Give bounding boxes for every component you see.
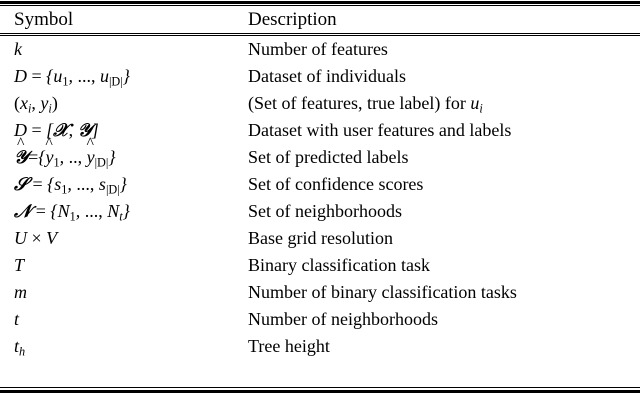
table-row: t Number of neighborhoods <box>0 306 640 333</box>
header-bottom-rule <box>0 33 640 34</box>
description-cell: Dataset with user features and labels <box>248 120 512 140</box>
header-bottom-rule-second <box>0 35 640 36</box>
symbol-cell: 𝒮 = {s1, ..., s|D|} <box>14 174 127 197</box>
description-cell: Number of features <box>248 39 388 59</box>
description-cell: Dataset of individuals <box>248 66 406 86</box>
table-header-row: Symbol Description <box>0 7 640 32</box>
description-cell: Set of neighborhoods <box>248 201 402 221</box>
description-cell: Tree height <box>248 336 330 356</box>
description-cell: Number of neighborhoods <box>248 309 438 329</box>
table-bottom-rule <box>0 390 640 393</box>
description-cell: Number of binary classification tasks <box>248 282 517 302</box>
symbol-cell: t <box>14 309 20 329</box>
symbol-cell: 𝒩 = {N1, ..., Nt} <box>14 201 130 224</box>
symbol-cell: ^𝒴={^y1, .., ^y|D|} <box>14 135 116 170</box>
table-body: k Number of features D = {u1, ..., u|D|}… <box>0 36 640 360</box>
table-top-hairline-rule <box>0 5 640 6</box>
table-top-rule <box>0 1 640 4</box>
table-row: (xi, yi) (Set of features, true label) f… <box>0 90 640 117</box>
table-row: T Binary classification task <box>0 252 640 279</box>
symbol-cell: m <box>14 282 27 302</box>
table-row: 𝒮 = {s1, ..., s|D|} Set of confidence sc… <box>0 171 640 198</box>
symbol-cell: th <box>14 336 26 359</box>
symbol-cell: (xi, yi) <box>14 93 58 116</box>
symbol-cell: D = {u1, ..., u|D|} <box>14 66 130 89</box>
symbol-cell: U × V <box>14 228 58 248</box>
column-header-symbol: Symbol <box>14 9 74 30</box>
column-header-description: Description <box>248 9 337 30</box>
table-row: D = [𝒳, 𝒴] Dataset with user features an… <box>0 117 640 144</box>
symbol-cell: T <box>14 255 25 275</box>
description-cell: Binary classification task <box>248 255 430 275</box>
table-row: th Tree height <box>0 333 640 360</box>
table-row: D = {u1, ..., u|D|} Dataset of individua… <box>0 63 640 90</box>
table-row: ^𝒴={^y1, .., ^y|D|} Set of predicted lab… <box>0 135 640 171</box>
table-row: m Number of binary classification tasks <box>0 279 640 306</box>
symbol-cell: D = [𝒳, 𝒴] <box>14 120 99 141</box>
description-cell: Set of confidence scores <box>248 174 424 194</box>
table-bottom-hairline-rule <box>0 387 640 388</box>
description-cell: Set of predicted labels <box>248 147 409 167</box>
description-cell: Base grid resolution <box>248 228 393 248</box>
table-row: 𝒩 = {N1, ..., Nt} Set of neighborhoods <box>0 198 640 225</box>
symbol-cell: k <box>14 39 22 59</box>
description-cell: (Set of features, true label) for ui <box>248 93 483 116</box>
table-row: U × V Base grid resolution <box>0 225 640 252</box>
table-row: k Number of features <box>0 36 640 63</box>
